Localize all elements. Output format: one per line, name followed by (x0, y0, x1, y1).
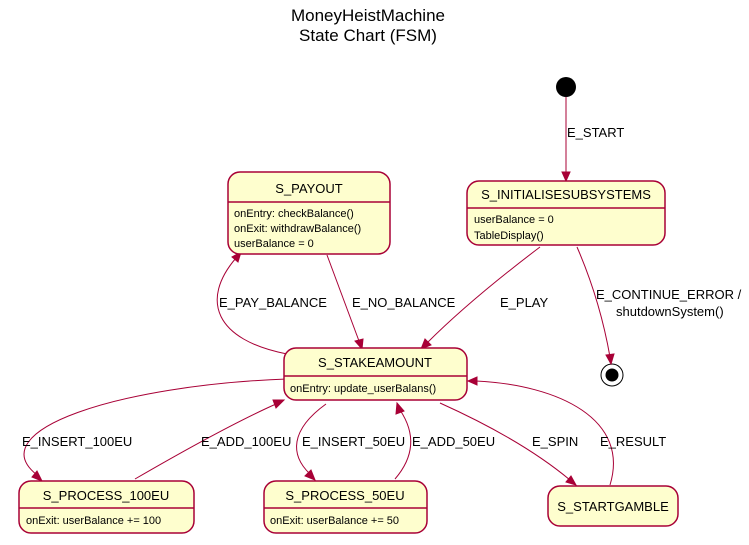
transition-label-e-play: E_PLAY (500, 295, 549, 310)
transition-e-insert-100eu (23, 378, 288, 482)
state-action: onExit: withdrawBalance() (234, 223, 361, 235)
state-name: S_STAKEAMOUNT (318, 355, 432, 370)
state-s-process-50eu: S_PROCESS_50EU onExit: userBalance += 50 (263, 480, 428, 534)
state-s-initialisesubsystems: S_INITIALISESUBSYSTEMS userBalance = 0 T… (466, 180, 666, 246)
state-name: S_PROCESS_100EU (43, 488, 169, 503)
state-action: userBalance = 0 (234, 238, 314, 250)
state-name: S_INITIALISESUBSYSTEMS (481, 187, 651, 202)
transition-e-start (561, 97, 571, 183)
transition-label-e-continue-error: E_CONTINUE_ERROR / (596, 287, 742, 302)
state-name: S_STARTGAMBLE (557, 499, 669, 514)
transition-label-shutdown-system: shutdownSystem() (616, 304, 724, 319)
diagram-title-line-2: State Chart (FSM) (299, 26, 437, 45)
state-s-process-100eu: S_PROCESS_100EU onExit: userBalance += 1… (18, 480, 195, 534)
final-state-marker (600, 363, 624, 387)
transition-label-e-add-50eu: E_ADD_50EU (412, 434, 495, 449)
transition-e-continue-error (576, 246, 615, 366)
transition-e-play (420, 246, 541, 350)
initial-state-marker (556, 77, 576, 97)
transition-e-add-100eu (134, 399, 286, 480)
transition-label-e-insert-50eu: E_INSERT_50EU (302, 434, 405, 449)
transition-label-e-spin: E_SPIN (532, 434, 578, 449)
transition-e-insert-50eu (296, 403, 327, 481)
state-action: userBalance = 0 (474, 214, 554, 226)
state-s-stakeamount: S_STAKEAMOUNT onEntry: update_userBalans… (283, 347, 468, 401)
state-s-startgamble: S_STARTGAMBLE (547, 485, 679, 527)
state-action: TableDisplay() (474, 230, 544, 242)
state-name: S_PROCESS_50EU (285, 488, 404, 503)
state-s-payout: S_PAYOUT onEntry: checkBalance() onExit:… (227, 171, 391, 255)
transition-label-e-no-balance: E_NO_BALANCE (352, 295, 456, 310)
transition-label-e-pay-balance: E_PAY_BALANCE (219, 295, 327, 310)
transition-e-add-50eu (394, 401, 412, 480)
transition-e-spin (439, 402, 578, 486)
state-action: onExit: userBalance += 50 (270, 515, 399, 527)
transition-e-no-balance (326, 254, 364, 351)
state-action: onEntry: checkBalance() (234, 208, 354, 220)
transition-e-result (466, 376, 614, 486)
transition-label-e-result: E_RESULT (600, 434, 666, 449)
state-name: S_PAYOUT (275, 181, 342, 196)
state-action: onExit: userBalance += 100 (26, 515, 161, 527)
transition-label-e-add-100eu: E_ADD_100EU (201, 434, 291, 449)
transition-label-e-start: E_START (567, 125, 624, 140)
transition-label-e-insert-100eu: E_INSERT_100EU (22, 434, 132, 449)
diagram-title-line-1: MoneyHeistMachine (291, 6, 445, 25)
state-action: onEntry: update_userBalans() (290, 383, 436, 395)
